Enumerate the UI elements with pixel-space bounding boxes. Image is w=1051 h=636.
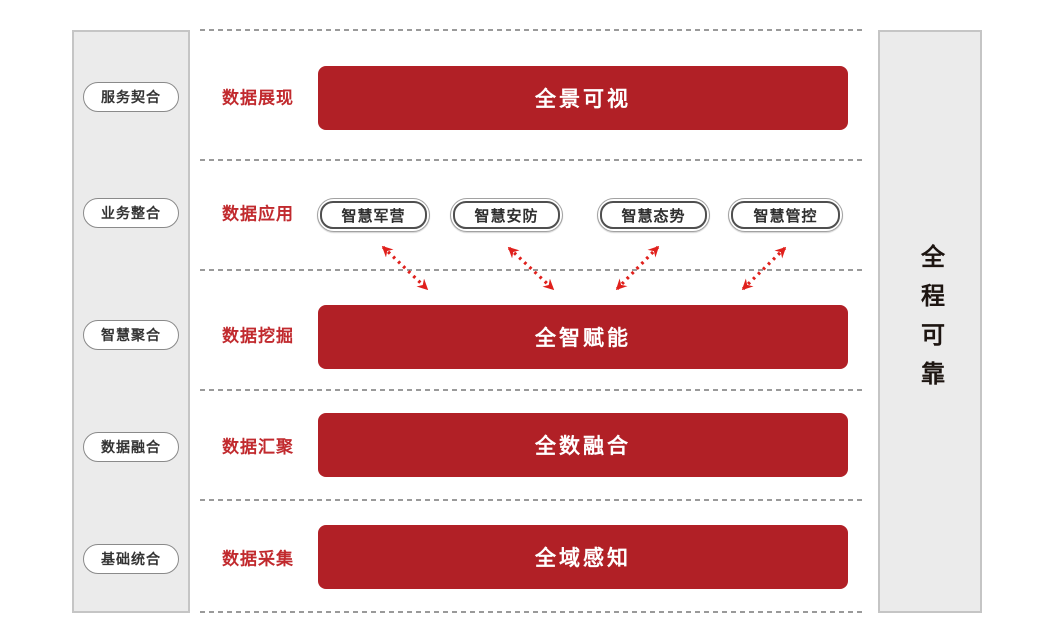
left-panel-pill: 数据融合 <box>83 432 179 462</box>
left-panel-pill: 服务契合 <box>83 82 179 112</box>
app-pill: 智慧军营 <box>317 198 430 232</box>
row-label: 数据采集 <box>222 549 294 569</box>
app-pill-label: 智慧安防 <box>453 201 560 229</box>
app-pill-label: 智慧管控 <box>731 201 840 229</box>
double-arrow-icon <box>615 245 660 291</box>
left-panel: 服务契合 业务整合 智慧聚合 数据融合 基础统合 <box>72 30 190 613</box>
dotted-separator <box>200 389 866 391</box>
double-arrow-icon <box>381 245 429 291</box>
row-label: 数据展现 <box>222 88 294 108</box>
app-pill-label: 智慧军营 <box>320 201 427 229</box>
left-panel-pill: 业务整合 <box>83 198 179 228</box>
app-pill: 智慧态势 <box>597 198 710 232</box>
dotted-separator <box>200 499 866 501</box>
dotted-separator <box>200 29 866 31</box>
layer-bar: 全域感知 <box>318 525 848 589</box>
left-panel-pill: 智慧聚合 <box>83 320 179 350</box>
layer-bar: 全智赋能 <box>318 305 848 369</box>
vertical-title: 全程可靠 <box>916 243 944 400</box>
app-pill: 智慧管控 <box>728 198 843 232</box>
row-label: 数据挖掘 <box>222 326 294 346</box>
dotted-separator <box>200 159 866 161</box>
left-panel-pill: 基础统合 <box>83 544 179 574</box>
dotted-separator <box>200 269 866 271</box>
app-pill: 智慧安防 <box>450 198 563 232</box>
layer-bar: 全数融合 <box>318 413 848 477</box>
row-label: 数据汇聚 <box>222 437 294 457</box>
right-panel: 全程可靠 <box>878 30 982 613</box>
layer-bar: 全景可视 <box>318 66 848 130</box>
row-label: 数据应用 <box>222 204 294 224</box>
app-pill-label: 智慧态势 <box>600 201 707 229</box>
dotted-separator <box>200 611 866 613</box>
